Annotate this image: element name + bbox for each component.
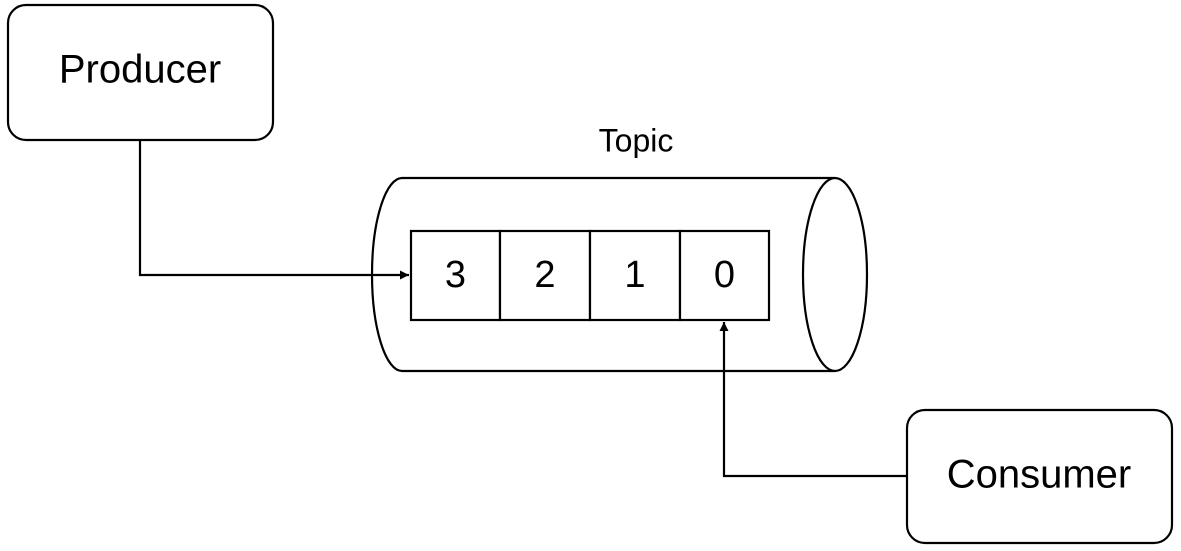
message-cell-label: 3 <box>445 254 466 296</box>
message-cell-box <box>678 229 771 322</box>
message-cell: 3 <box>409 229 502 322</box>
topic-label: Topic <box>599 122 674 158</box>
consumer-box <box>905 408 1174 545</box>
message-queue: 3 2 1 0 <box>409 229 771 322</box>
consumer-node: Consumer <box>905 408 1174 545</box>
message-cell-box <box>498 229 592 322</box>
consumer-to-message-arrow <box>719 322 907 478</box>
producer-node: Producer <box>6 3 275 142</box>
message-cell: 0 <box>678 229 771 322</box>
message-cell-label: 1 <box>624 254 645 296</box>
consumer-label: Consumer <box>947 453 1132 497</box>
producer-to-topic-arrow <box>138 140 409 280</box>
message-cell: 2 <box>498 229 592 322</box>
topic-cylinder-end <box>801 176 869 373</box>
message-cell-box <box>588 229 682 322</box>
message-cell-label: 2 <box>534 254 555 296</box>
message-cell-label: 0 <box>714 254 735 296</box>
message-cell: 1 <box>588 229 682 322</box>
producer-label: Producer <box>59 48 221 92</box>
